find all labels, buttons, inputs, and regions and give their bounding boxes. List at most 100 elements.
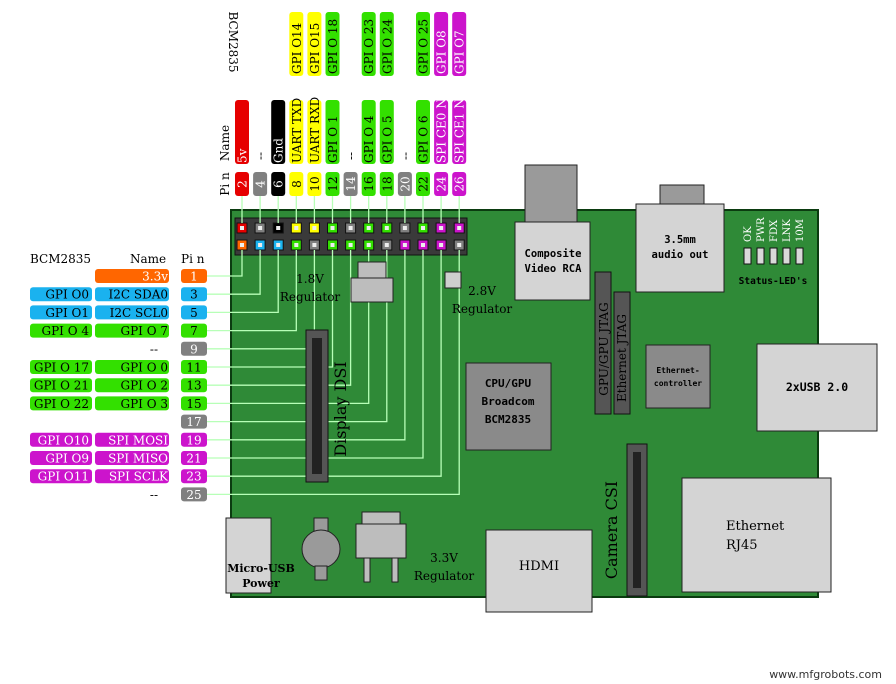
pin-number-box xyxy=(397,172,412,196)
led-body xyxy=(743,247,752,265)
pin-number: 20 xyxy=(398,176,412,191)
left-header-bcm: BCM2835 xyxy=(30,252,91,266)
pin-bcm-box xyxy=(30,432,92,447)
reg33-label-2: Regulator xyxy=(414,569,475,583)
pin-number: 4 xyxy=(254,180,268,188)
pin-name-box xyxy=(95,305,169,320)
top-header-name: Name xyxy=(218,125,232,161)
header-pin-22-core xyxy=(421,226,425,230)
wire-pin-25 xyxy=(207,250,460,496)
pin-number: 14 xyxy=(344,176,358,192)
pin-number: 24 xyxy=(435,176,449,192)
wire-pin-23 xyxy=(207,250,442,477)
pin-number: 13 xyxy=(186,379,201,393)
audio-label-2: audio out xyxy=(652,249,709,261)
header-pin-10-core xyxy=(312,226,317,230)
micro-usb-label-1: Micro-USB xyxy=(227,562,295,575)
eth-ctrl-label-1: Ethernet- xyxy=(656,366,699,375)
pin-number: 10 xyxy=(308,176,322,191)
pin-name: UART RXD xyxy=(308,97,322,163)
pin-bcm-box xyxy=(307,12,322,76)
pin-number: 5 xyxy=(190,306,198,320)
pin-number: 26 xyxy=(453,176,467,191)
pin-bcm-box xyxy=(30,378,92,393)
pin-number-box xyxy=(181,360,207,374)
pin-number-box xyxy=(235,172,249,196)
header-pin-26-core xyxy=(457,226,462,230)
led-body xyxy=(756,247,765,265)
regulator-3v3 xyxy=(355,523,407,559)
left-header-pin: Pi n xyxy=(181,252,205,266)
pin-bcm-box xyxy=(361,12,376,76)
pin-number-box xyxy=(416,172,430,196)
pin-bcm-box xyxy=(434,12,449,76)
header-pin-11-core xyxy=(330,243,335,247)
header-pin-16-core xyxy=(366,226,371,230)
pin-number-box xyxy=(253,172,268,196)
wire-pin-3 xyxy=(207,250,261,295)
pin-number: 19 xyxy=(186,433,201,447)
pin-number-box xyxy=(181,269,207,283)
pin-bcm: GPI O8 xyxy=(435,30,449,74)
pin-number-box xyxy=(181,396,207,411)
led-body xyxy=(769,247,778,265)
header-pin-4-core xyxy=(258,226,263,230)
pin-number-box xyxy=(181,414,207,429)
led-body xyxy=(795,247,804,265)
pin-name: SPI CE1 N xyxy=(453,98,467,163)
pin-name-box xyxy=(361,100,376,164)
display-dsi-label: Display DSI xyxy=(331,361,350,456)
ethernet-label-2: RJ45 xyxy=(726,538,758,553)
pin-number-box xyxy=(181,451,207,465)
capacitor xyxy=(301,529,341,569)
pin-name-box xyxy=(416,100,430,164)
pin-name: UART TXD xyxy=(290,98,304,163)
pin-name: SPI CE0 N xyxy=(435,98,449,163)
pin-name: GPI O 0 xyxy=(120,361,168,375)
audio-label-1: 3.5mm xyxy=(664,234,696,246)
top-pin-col-2: 25v xyxy=(235,100,250,196)
status-led-ok: OK xyxy=(743,226,754,265)
pin-number-box xyxy=(307,172,322,196)
pin-name-box xyxy=(235,100,249,164)
pin-number: 22 xyxy=(417,176,431,191)
header-pin-2-core xyxy=(240,226,244,230)
pin-bcm-box xyxy=(416,12,430,76)
pin-number-box xyxy=(325,172,340,196)
hdmi-connector xyxy=(485,529,593,613)
status-led-pwr: PWR xyxy=(756,217,767,265)
composite-label-2: Video RCA xyxy=(525,263,583,275)
composite-label-1: Composite xyxy=(525,248,582,260)
status-led-fdx: FDX xyxy=(769,219,780,265)
pin-bcm: GPI O 4 xyxy=(41,324,89,338)
pin-number: 23 xyxy=(186,470,201,484)
header-pin-1-core xyxy=(240,243,244,247)
status-led-lnk: LNK xyxy=(782,219,793,265)
pin-name: -- xyxy=(344,152,358,160)
capacitor-leg xyxy=(314,565,328,581)
left-pin-row-1: 13.3v xyxy=(95,269,207,284)
header-pin-21-core xyxy=(421,243,425,247)
micro-usb-label-2: Power xyxy=(242,577,280,590)
composite-connector xyxy=(524,164,578,228)
display-dsi-slot xyxy=(312,338,322,474)
pin-number-box xyxy=(289,172,304,196)
led-label: OK xyxy=(743,226,754,242)
led-label: 10M xyxy=(795,219,806,242)
top-pin-col-20: 20 -- xyxy=(397,152,412,196)
pin-name-box xyxy=(95,323,169,338)
reg28-label-1: 2.8V xyxy=(468,284,496,298)
pin-name-box xyxy=(95,451,169,465)
led-body xyxy=(782,247,791,265)
pin-bcm-box xyxy=(30,305,92,320)
pin-name: -- xyxy=(398,152,412,160)
pin-name-box xyxy=(95,396,169,411)
